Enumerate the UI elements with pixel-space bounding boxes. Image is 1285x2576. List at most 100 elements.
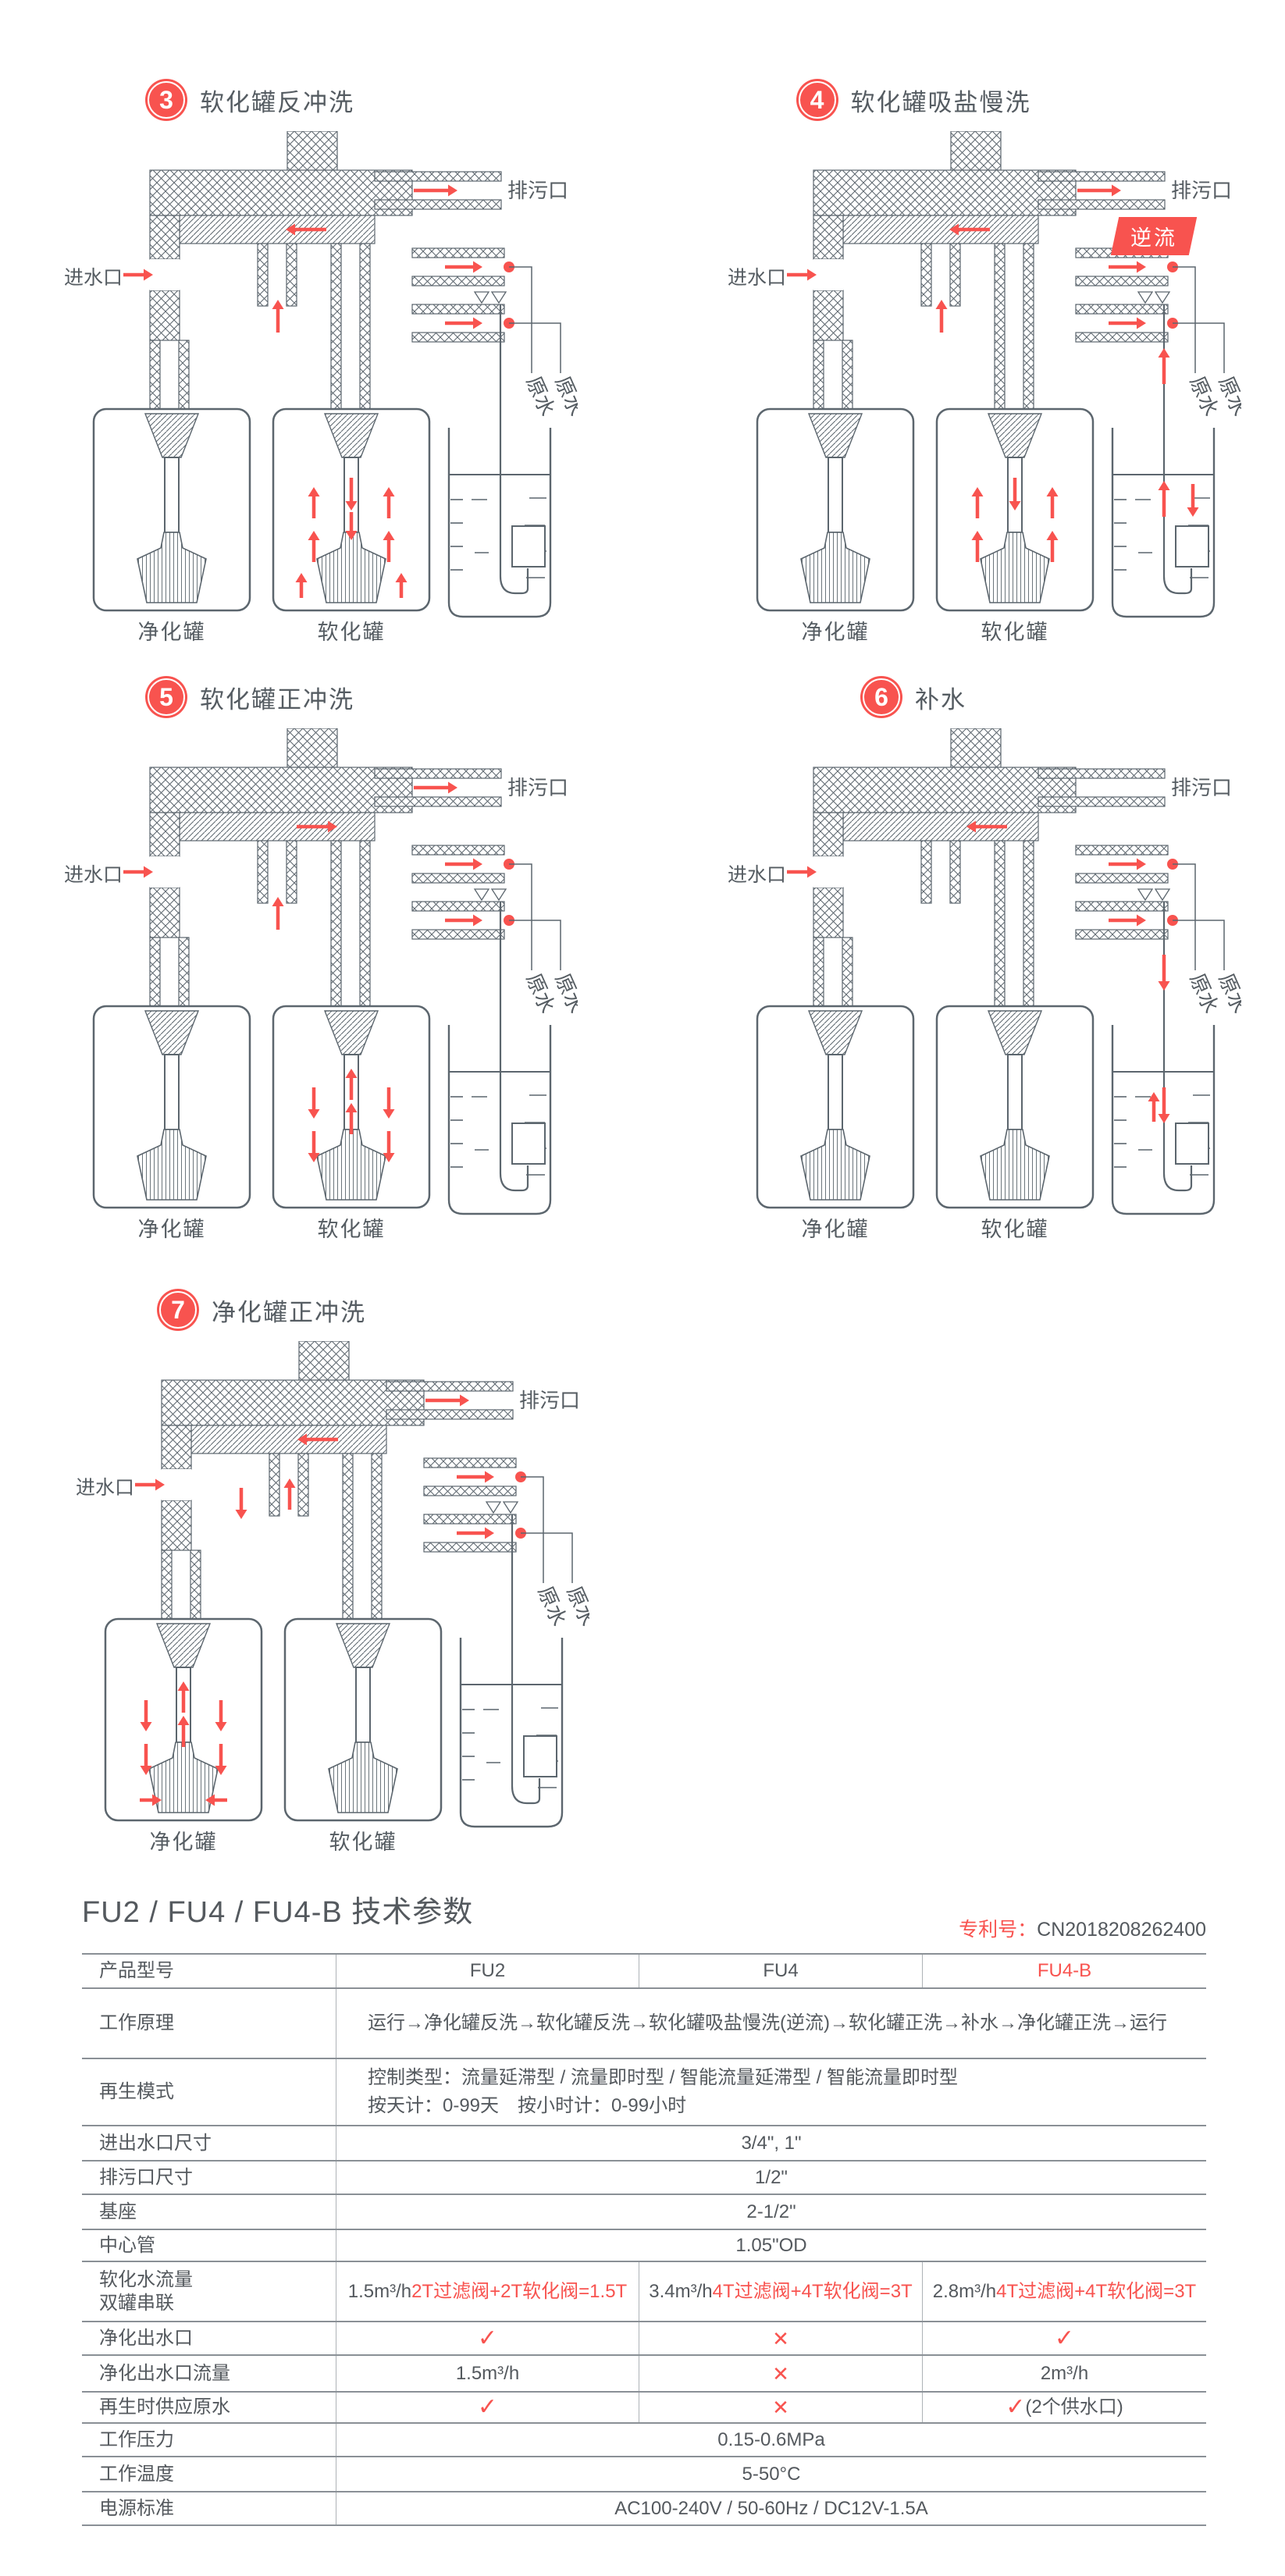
raw-water-label: 原水 xyxy=(1214,970,1241,1016)
row-label: 电源标准 xyxy=(99,2497,174,2519)
row-cell: 1.5m³/h xyxy=(336,2356,639,2391)
diagram-step-6: 6 补水 排污口 进水口 原水 原水 净化罐 软化罐 xyxy=(726,666,1252,1244)
row-value: 0.15-0.6MPa xyxy=(336,2424,1206,2456)
step-number: 6 xyxy=(874,683,888,711)
raw-water-label: 原水 xyxy=(521,970,560,1016)
purifier-tank-label: 净化罐 xyxy=(150,1831,218,1854)
row-cell: ✕ xyxy=(639,2393,922,2422)
inlet-label: 进水口 xyxy=(64,864,123,886)
row-value: 1.05"OD xyxy=(336,2230,1206,2261)
row-cell: FU2 xyxy=(336,1955,639,1987)
valve-flow-diagram: 排污口 进水口 原水 原水 净化罐 软化罐 xyxy=(76,1340,600,1854)
row-label: 基座 xyxy=(99,2201,137,2222)
drain-label: 排污口 xyxy=(507,179,568,202)
row-label: 进出水口尺寸 xyxy=(99,2132,212,2154)
row-cell: ✓(2个供水口) xyxy=(922,2393,1206,2422)
cross-icon: ✕ xyxy=(772,2396,789,2419)
step-number-circle: 6 xyxy=(860,676,902,718)
diagram-header: 7 净化罐正冲洗 xyxy=(74,1279,449,1341)
row-label: 排污口尺寸 xyxy=(99,2166,193,2188)
injector-icon xyxy=(485,1501,519,1514)
purifier-tank-label: 净化罐 xyxy=(138,1218,206,1241)
injector-icon xyxy=(473,888,507,902)
check-icon: ✓ xyxy=(477,2394,498,2420)
table-row: 净化出水口流量 1.5m³/h ✕ 2m³/h xyxy=(82,2354,1206,2391)
brine-pipe xyxy=(499,902,529,1192)
diagram-header: 4 软化罐吸盐慢洗 xyxy=(726,69,1101,131)
softener-tank-label: 软化罐 xyxy=(318,1218,386,1241)
diagram-header: 6 补水 xyxy=(726,666,1101,728)
row-cell: 1.5m³/h 2T过滤阀+2T软化阀=1.5T xyxy=(336,2262,639,2321)
row-value: 控制类型：流量延滞型 / 流量即时型 / 智能流量延滞型 / 智能流量即时型 按… xyxy=(336,2059,1206,2125)
table-row: 工作压力 0.15-0.6MPa xyxy=(82,2422,1206,2456)
patent-label: 专利号： xyxy=(959,1919,1038,1941)
purifier-tank-label: 净化罐 xyxy=(802,621,870,644)
section-title: FU2 / FU4 / FU4-B 技术参数 xyxy=(82,1896,474,1929)
row-label: 再生时供应原水 xyxy=(99,2396,230,2418)
brine-valve-box xyxy=(511,1123,546,1165)
diagram-step-5: 5 软化罐正冲洗 排污口 进水口 原水 原水 净化罐 软化罐 xyxy=(62,666,589,1244)
row-cell: 3.4m³/h 4T过滤阀+4T软化阀=3T xyxy=(639,2262,922,2321)
raw-water-label: 原水 xyxy=(533,1582,571,1629)
raw-water-label: 原水 xyxy=(1185,970,1223,1016)
raw-water-label: 原水 xyxy=(550,372,578,419)
drain-label: 排污口 xyxy=(507,776,568,799)
row-label: 再生模式 xyxy=(99,2081,174,2102)
cross-icon: ✕ xyxy=(772,2326,789,2350)
brine-pipe xyxy=(1162,304,1193,595)
row-label: 产品型号 xyxy=(99,1960,174,1981)
inlet-label: 进水口 xyxy=(728,267,786,289)
flow-arrows xyxy=(123,781,482,1162)
brine-pipe xyxy=(499,304,529,595)
valve-flow-diagram: 排污口 进水口 原水 原水 净化罐 软化罐 xyxy=(728,130,1252,644)
row-cell: FU4 xyxy=(639,1955,922,1987)
diagram-title: 软化罐反冲洗 xyxy=(200,88,354,116)
diagram-step-4: 4 软化罐吸盐慢洗 排污口 进水口 原水 原水 净化罐 软化罐 xyxy=(726,69,1252,646)
row-value: 5-50°C xyxy=(336,2457,1206,2491)
row-cell: ✓ xyxy=(336,2322,639,2354)
cross-icon: ✕ xyxy=(772,2361,789,2386)
row-value: AC100-240V / 50-60Hz / DC12V-1.5A xyxy=(336,2492,1206,2524)
diagram-step-7: 7 净化罐正冲洗 排污口 进水口 原水 原水 净化罐 软化罐 xyxy=(74,1279,600,1856)
patent-value: CN2018208262400 xyxy=(1037,1919,1206,1941)
brine-valve-box xyxy=(1175,525,1209,568)
diagram-title: 净化罐正冲洗 xyxy=(212,1298,366,1326)
flow-arrows xyxy=(787,820,1170,1123)
row-label: 净化出水口流量 xyxy=(99,2362,230,2384)
check-icon: ✓ xyxy=(1006,2394,1026,2420)
row-cell: FU4-B xyxy=(922,1955,1206,1987)
softener-tank-label: 软化罐 xyxy=(981,1218,1049,1241)
check-icon: ✓ xyxy=(477,2325,498,2351)
brine-valve-box xyxy=(511,525,546,568)
diagram-header: 3 软化罐反冲洗 xyxy=(62,69,437,131)
table-row: 再生时供应原水 ✓ ✕ ✓(2个供水口) xyxy=(82,2391,1206,2422)
table-row: 净化出水口✓✕✓ xyxy=(82,2321,1206,2354)
step-number-circle: 4 xyxy=(796,79,838,121)
row-cell: ✕ xyxy=(639,2356,922,2391)
injector-icon xyxy=(1137,888,1171,902)
counterflow-badge: 逆流 xyxy=(1110,217,1198,255)
brine-valve-box xyxy=(523,1735,557,1777)
patent-number: 专利号：CN2018208262400 xyxy=(828,1914,1206,1942)
softener-tank-label: 软化罐 xyxy=(981,621,1049,644)
purifier-tank-label: 净化罐 xyxy=(802,1218,870,1241)
raw-water-label: 原水 xyxy=(1214,372,1241,419)
table-row: 工作原理运行→净化罐反洗→软化罐反洗→软化罐吸盐慢洗(逆流)→软化罐正洗→补水→… xyxy=(82,1987,1206,2058)
inlet-label: 进水口 xyxy=(64,267,123,289)
raw-water-label: 原水 xyxy=(550,970,578,1016)
row-cell: 2m³/h xyxy=(922,2356,1206,2391)
drain-label: 排污口 xyxy=(519,1389,580,1412)
brine-valve-box xyxy=(1175,1123,1209,1165)
row-cell: ✓ xyxy=(922,2322,1206,2354)
table-row: 再生模式 控制类型：流量延滞型 / 流量即时型 / 智能流量延滞型 / 智能流量即… xyxy=(82,2058,1206,2125)
inlet-label: 进水口 xyxy=(728,864,786,886)
row-label: 工作压力 xyxy=(99,2428,174,2450)
purifier-tank-label: 净化罐 xyxy=(138,621,206,644)
row-cell: ✓ xyxy=(336,2393,639,2422)
check-icon: ✓ xyxy=(1054,2325,1075,2351)
